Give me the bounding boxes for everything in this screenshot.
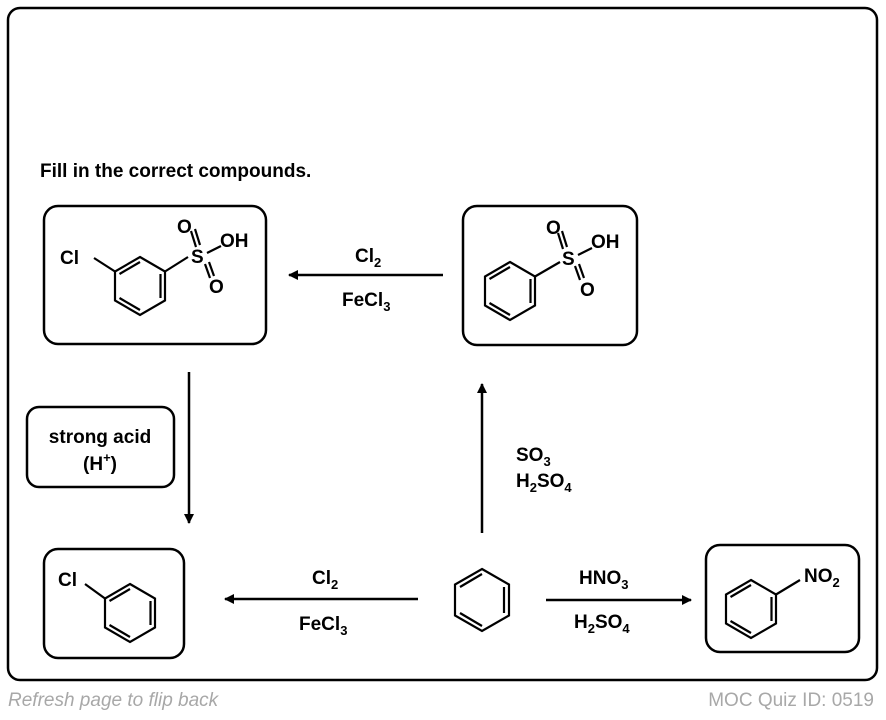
oh-label: OH [220, 231, 249, 252]
reagent-h-plus: (H+) [83, 450, 117, 475]
reagent-so3: SO3 [516, 445, 551, 469]
quiz-id-label: MOC Quiz ID: 0519 [708, 690, 874, 711]
benzene-ring [84, 582, 157, 644]
reagent-fecl3: FeCl3 [299, 614, 347, 638]
no2-label: NO2 [804, 566, 840, 590]
benzene-ring [483, 230, 593, 322]
benzene-ring [724, 578, 801, 640]
compound-nitrobenzene: NO2 [704, 543, 861, 654]
quiz-card[interactable] [6, 6, 879, 682]
reagent-desulfonation: strong acid (H+) [25, 405, 176, 489]
o-top-label: O [177, 217, 192, 238]
reagent-nitration: HNO3 H2SO4 [574, 568, 630, 636]
s-label: S [562, 249, 575, 270]
s-label: S [191, 247, 204, 268]
compound-box-bottom-left [42, 547, 186, 660]
reagent-h2so4: H2SO4 [574, 612, 630, 636]
reagent-fecl3: FeCl3 [342, 290, 390, 314]
compound-benzenesulfonic-acid: O S OH O [461, 204, 639, 347]
reagent-chlorination-bottom: Cl2 FeCl3 [299, 568, 347, 638]
reagent-box [25, 405, 176, 489]
compound-chlorobenzene: Cl [42, 547, 186, 660]
cl-label: Cl [58, 570, 77, 591]
compound-box-bottom-right [704, 543, 861, 654]
o-bottom-label: O [209, 277, 224, 298]
reagent-sulfonation: SO3 H2SO4 [516, 445, 572, 495]
compound-benzene [453, 567, 511, 633]
reagent-cl2: Cl2 [312, 568, 338, 592]
compound-3-chlorobenzenesulfonic-acid: Cl O S OH O [42, 204, 268, 346]
compound-box-top-left [42, 204, 268, 346]
reagent-strong-acid: strong acid [49, 427, 151, 448]
cl-label: Cl [60, 248, 79, 269]
reagent-hno3: HNO3 [579, 568, 628, 592]
prompt-text: Fill in the correct compounds. [40, 161, 311, 182]
reagent-chlorination-top: Cl2 FeCl3 [342, 246, 390, 314]
compound-box-top-right [461, 204, 639, 347]
refresh-hint[interactable]: Refresh page to flip back [8, 690, 219, 711]
reagent-h2so4: H2SO4 [516, 471, 572, 495]
o-bottom-label: O [580, 280, 595, 301]
oh-label: OH [591, 232, 620, 253]
benzene-ring [93, 228, 222, 317]
reagent-cl2: Cl2 [355, 246, 381, 270]
o-top-label: O [546, 218, 561, 239]
